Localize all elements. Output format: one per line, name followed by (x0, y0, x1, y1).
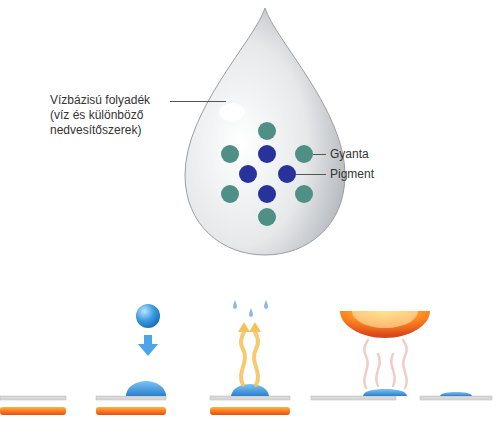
pigment-particles (239, 145, 296, 203)
pigment-label: Pigment (330, 167, 410, 182)
step-1 (0, 396, 66, 415)
resin-label: Gyanta (330, 147, 410, 162)
step-3 (210, 300, 290, 415)
liquid-label: Vízbázisú folyadék (víz és különböző ned… (50, 93, 168, 138)
step-4 (311, 311, 430, 400)
step-2 (96, 286, 166, 415)
ink-drop (185, 8, 345, 255)
leader-lines (170, 102, 326, 175)
drop-highlight (219, 103, 245, 121)
step-5 (420, 392, 492, 400)
